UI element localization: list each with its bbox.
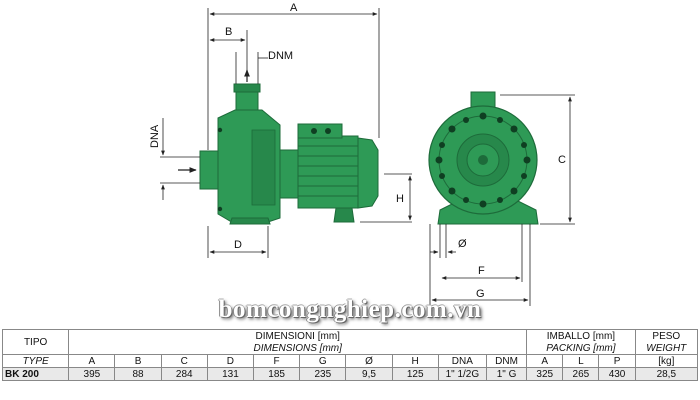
cell-a: 395 xyxy=(68,367,116,381)
cell-c: 284 xyxy=(160,367,208,381)
header-dimensioni: DIMENSIONI [mm] xyxy=(68,329,528,342)
dim-label-d: D xyxy=(234,239,242,251)
cell-pack-p: 430 xyxy=(598,367,636,381)
col-f: F xyxy=(253,354,301,368)
dim-label-c: C xyxy=(558,154,566,166)
cell-dnm: 1" G xyxy=(485,367,528,381)
dim-label-g: G xyxy=(476,288,485,300)
cell-o: 9,5 xyxy=(345,367,393,381)
col-pack-p: P xyxy=(598,354,636,368)
pump-front-view xyxy=(428,91,539,225)
col-b: B xyxy=(114,354,162,368)
dim-label-b: B xyxy=(225,26,232,38)
cell-pack-l: 265 xyxy=(562,367,600,381)
cell-h: 125 xyxy=(391,367,439,381)
dim-label-a: A xyxy=(290,2,298,14)
header-type: TYPE xyxy=(1,354,70,368)
header-packing: PACKING [mm] xyxy=(526,342,636,355)
cell-f: 185 xyxy=(253,367,301,381)
dim-label-o: Ø xyxy=(458,238,467,250)
col-dnm: DNM xyxy=(485,354,528,368)
col-kg: [kg] xyxy=(634,354,699,368)
cell-weight: 28,5 xyxy=(634,367,699,381)
col-a: A xyxy=(68,354,116,368)
cell-dna: 1" 1/2G xyxy=(437,367,487,381)
header-imballo: IMBALLO [mm] xyxy=(526,329,636,342)
header-weight: WEIGHT xyxy=(634,342,699,355)
front-view-dimensions xyxy=(429,94,575,306)
col-h: H xyxy=(391,354,439,368)
col-pack-a: A xyxy=(526,354,564,368)
col-dna: DNA xyxy=(437,354,487,368)
technical-drawing: A B DNM DNA H D C Ø F G xyxy=(149,2,575,306)
side-view-dimensions xyxy=(160,8,412,258)
header-dimensions: DIMENSIONS [mm] xyxy=(68,342,528,355)
cell-b: 88 xyxy=(114,367,162,381)
watermark-text: bomcongnghiep.com.vn xyxy=(218,296,482,323)
header-peso: PESO xyxy=(634,329,699,342)
dim-label-h: H xyxy=(396,193,404,205)
col-c: C xyxy=(160,354,208,368)
cell-g: 235 xyxy=(299,367,347,381)
col-o: Ø xyxy=(345,354,393,368)
pump-side-view xyxy=(178,69,379,225)
spec-table: TIPO DIMENSIONI [mm] IMBALLO [mm] PESO D… xyxy=(1,329,699,381)
cell-model: BK 200 xyxy=(1,367,70,381)
col-d: D xyxy=(206,354,255,368)
col-pack-l: L xyxy=(562,354,600,368)
cell-pack-a: 325 xyxy=(526,367,564,381)
dim-label-dnm: DNM xyxy=(268,50,293,62)
dim-label-f: F xyxy=(478,265,485,277)
dim-label-dna: DNA xyxy=(149,124,161,148)
cell-d: 131 xyxy=(206,367,255,381)
header-tipo: TIPO xyxy=(1,329,70,355)
col-g: G xyxy=(299,354,347,368)
